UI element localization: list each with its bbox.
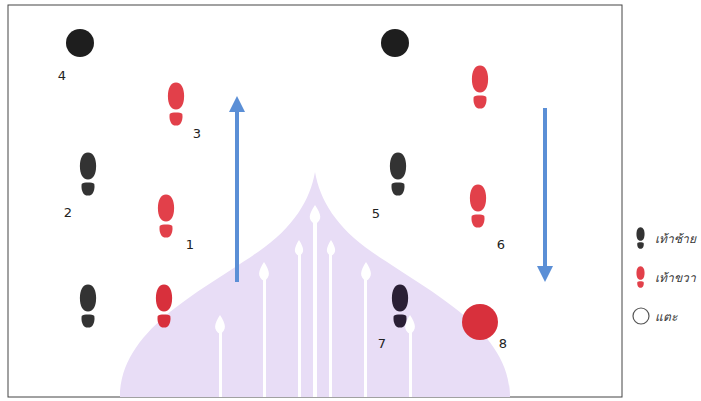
legend-sample — [636, 266, 644, 288]
footprints — [66, 29, 498, 340]
frame — [8, 5, 622, 397]
callout-number: 7 — [378, 337, 386, 350]
legend-text: แตะ — [655, 311, 677, 323]
legend-text: เท้าซ้าย — [655, 233, 696, 245]
callout-number: 6 — [497, 238, 505, 251]
legend-sample — [636, 227, 644, 249]
right-foot — [168, 82, 184, 125]
watermark — [120, 172, 510, 397]
direction-arrow — [543, 108, 547, 274]
left-foot-mark — [66, 29, 94, 57]
tap-mark — [462, 304, 498, 340]
right-foot — [470, 184, 486, 227]
left-foot — [392, 284, 408, 327]
right-foot — [472, 65, 488, 108]
right-foot — [158, 194, 174, 237]
callout-number: 8 — [499, 337, 507, 350]
left-foot — [80, 284, 96, 327]
legend-samples — [633, 227, 649, 324]
direction-arrow — [235, 104, 239, 282]
legend-sample — [633, 308, 649, 324]
legend-text: เท้าขวา — [655, 272, 696, 284]
left-foot — [80, 152, 96, 195]
callout-number: 1 — [186, 238, 194, 251]
callout-number: 4 — [58, 69, 66, 82]
left-foot-mark — [381, 29, 409, 57]
callout-number: 3 — [193, 127, 201, 140]
left-foot — [390, 152, 406, 195]
right-foot — [156, 284, 172, 327]
callout-number: 2 — [64, 206, 72, 219]
callout-number: 5 — [372, 207, 380, 220]
